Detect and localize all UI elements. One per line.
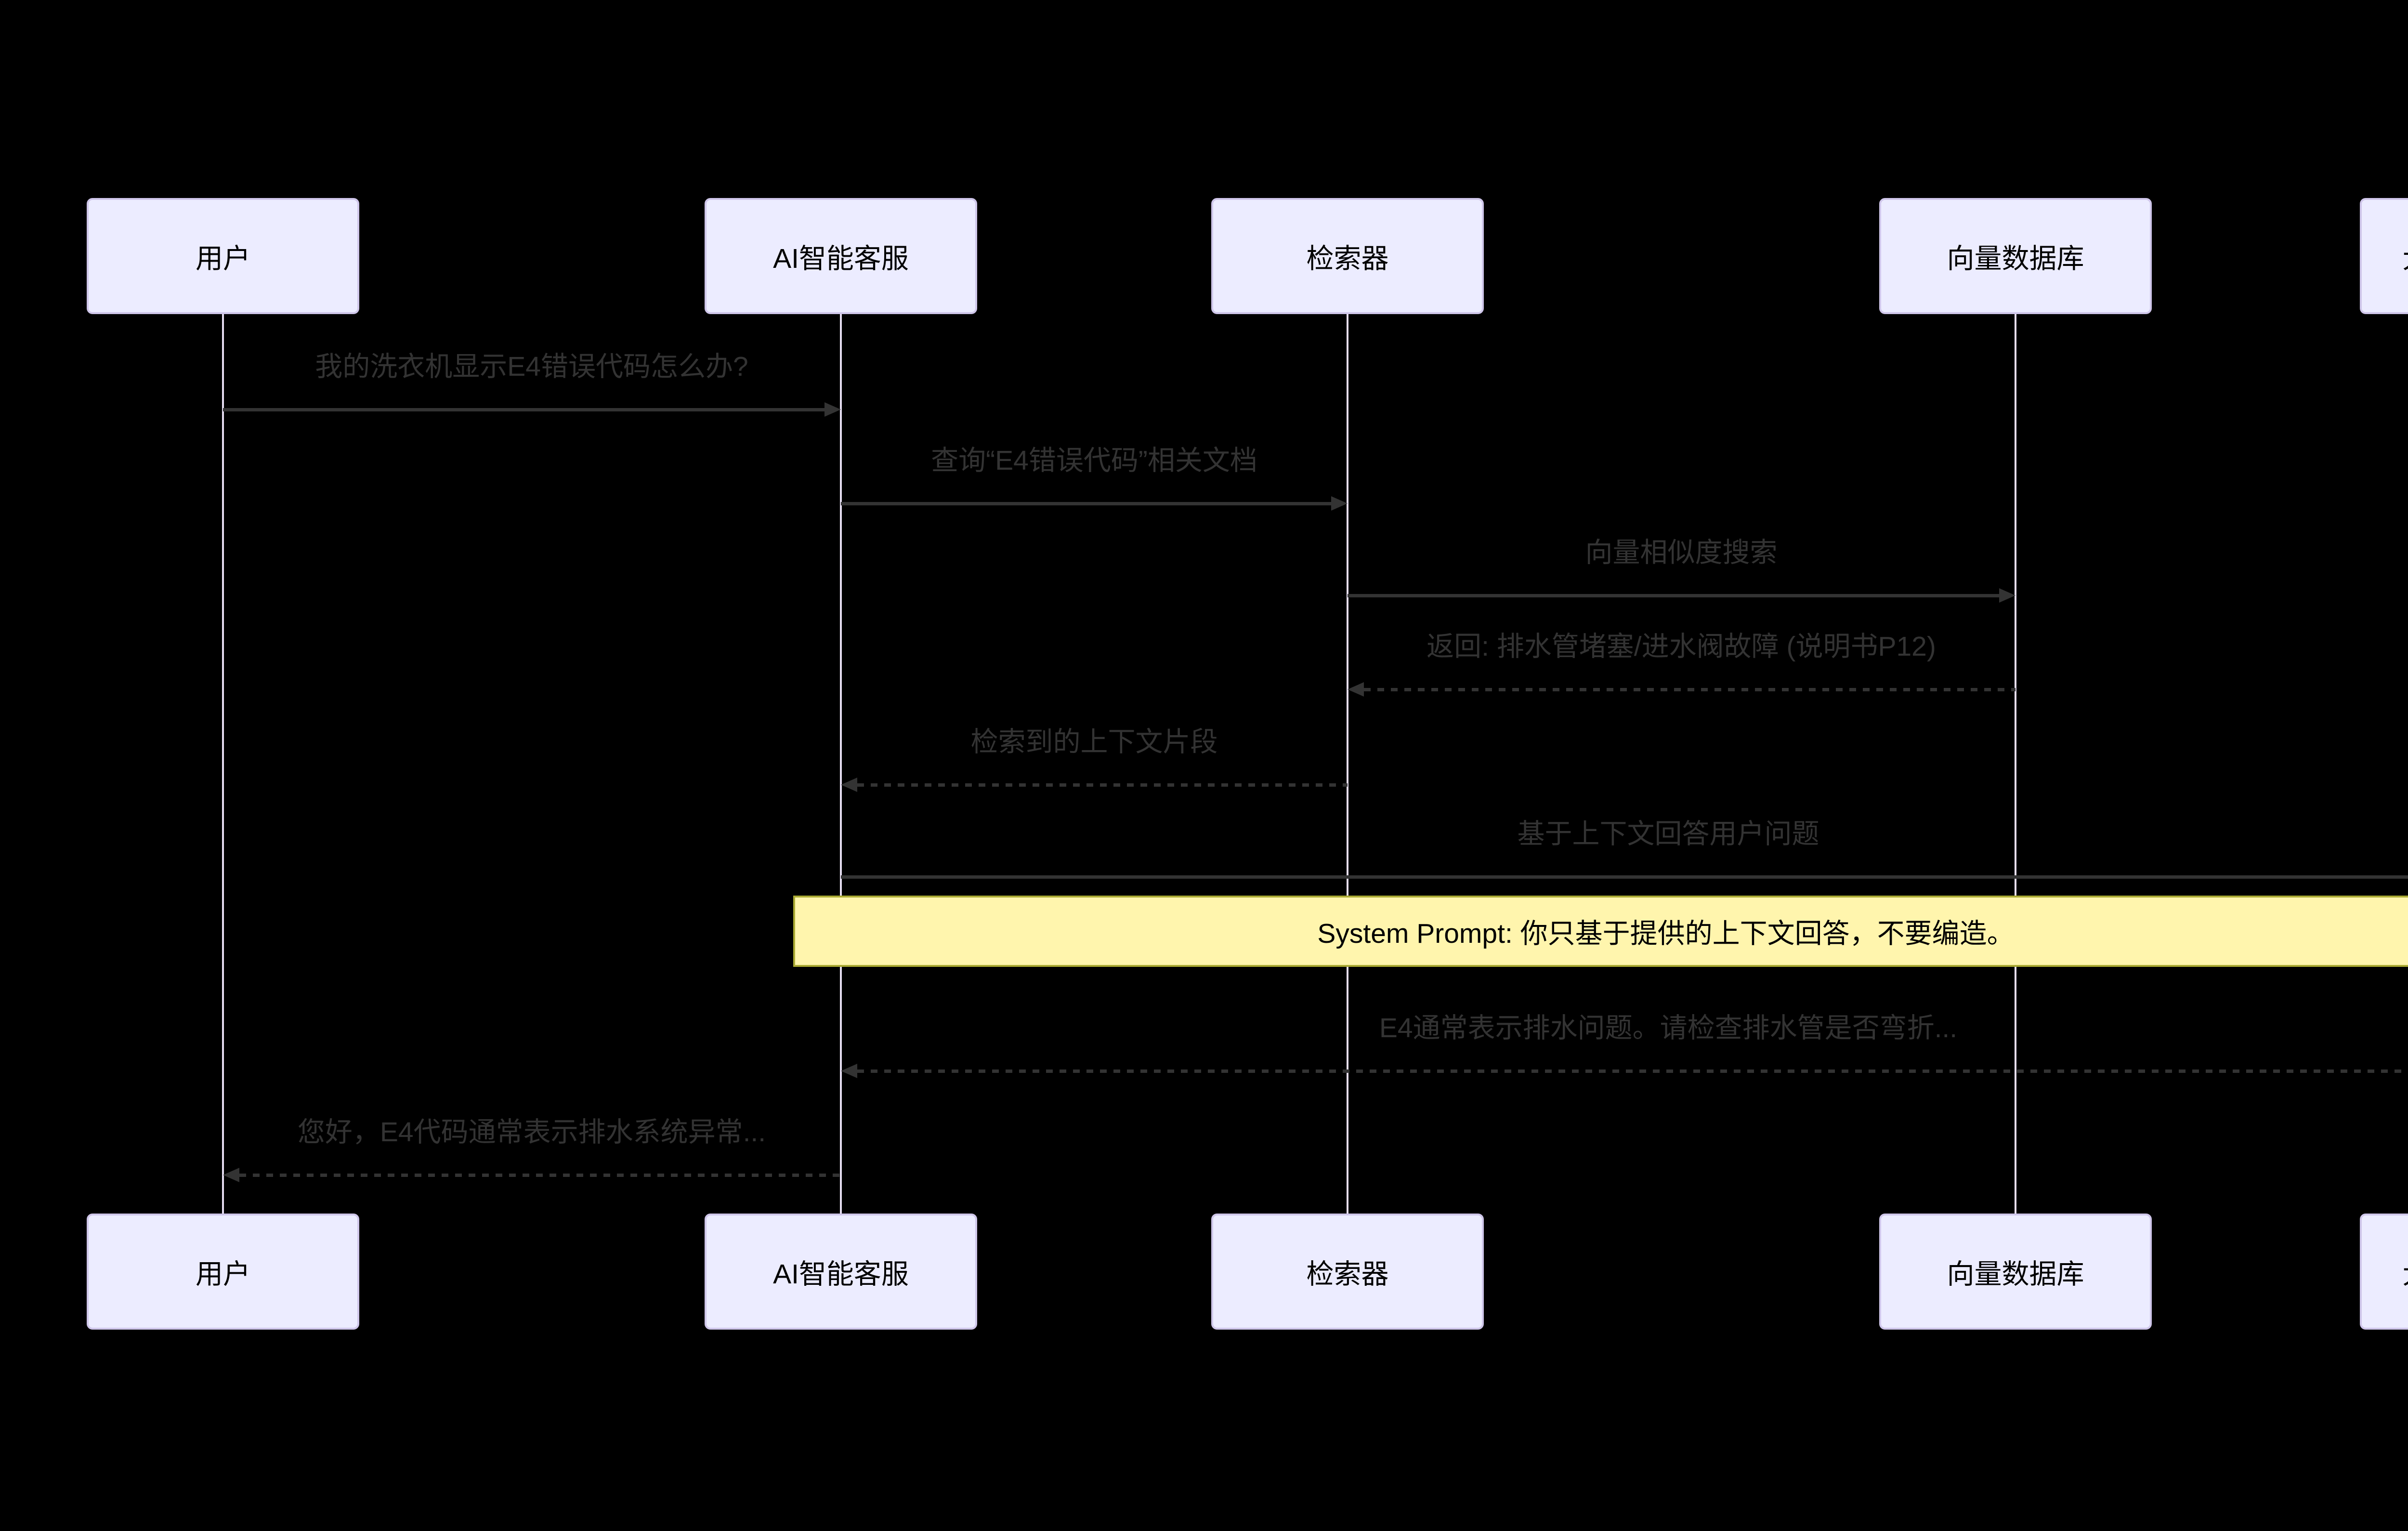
actor-top-llm: 大模型 (GPT-4)	[2360, 198, 2408, 314]
message-line-4	[1364, 688, 2015, 691]
arrowhead-right-3	[1999, 588, 2015, 603]
message-line-6	[841, 875, 2408, 879]
arrowhead-right-1	[824, 402, 841, 417]
message-label-2: 查询“E4错误代码”相关文档	[931, 445, 1257, 476]
actor-bottom-user: 用户	[87, 1214, 359, 1330]
message-line-1	[223, 408, 824, 411]
lifeline-ai-agent	[840, 314, 842, 1214]
arrowhead-left-4	[1348, 682, 1364, 697]
actor-top-vector-db: 向量数据库	[1879, 198, 2152, 314]
message-label-8: 您好，E4代码通常表示排水系统异常...	[297, 1117, 766, 1148]
lifeline-retriever	[1347, 314, 1348, 1214]
arrowhead-left-7	[841, 1064, 857, 1078]
actor-top-user: 用户	[87, 198, 359, 314]
message-label-4: 返回: 排水管堵塞/进水阀故障 (说明书P12)	[1426, 631, 1936, 662]
arrowhead-right-2	[1331, 496, 1348, 511]
message-line-2	[841, 502, 1331, 505]
actor-top-retriever: 检索器	[1211, 198, 1484, 314]
message-line-5	[857, 783, 1348, 787]
actor-bottom-llm: 大模型 (GPT-4)	[2360, 1214, 2408, 1330]
message-label-3: 向量相似度搜索	[1585, 537, 1778, 568]
lifeline-user	[222, 314, 224, 1214]
message-line-3	[1348, 594, 1999, 597]
message-label-6: 基于上下文回答用户问题	[1517, 818, 1819, 849]
actor-bottom-vector-db: 向量数据库	[1879, 1214, 2152, 1330]
actor-bottom-ai-agent: AI智能客服	[705, 1214, 977, 1330]
arrowhead-left-5	[841, 778, 857, 792]
lifeline-vector-db	[2015, 314, 2016, 1214]
actor-top-ai-agent: AI智能客服	[705, 198, 977, 314]
message-label-7: E4通常表示排水问题。请检查排水管是否弯折...	[1379, 1013, 1958, 1043]
message-line-7	[857, 1069, 2408, 1073]
message-label-5: 检索到的上下文片段	[970, 726, 1218, 757]
actor-bottom-retriever: 检索器	[1211, 1214, 1484, 1330]
message-line-8	[239, 1174, 841, 1177]
message-label-1: 我的洗衣机显示E4错误代码怎么办?	[315, 351, 748, 382]
arrowhead-left-8	[223, 1168, 239, 1182]
system-prompt-note: System Prompt: 你只基于提供的上下文回答，不要编造。	[793, 896, 2408, 967]
